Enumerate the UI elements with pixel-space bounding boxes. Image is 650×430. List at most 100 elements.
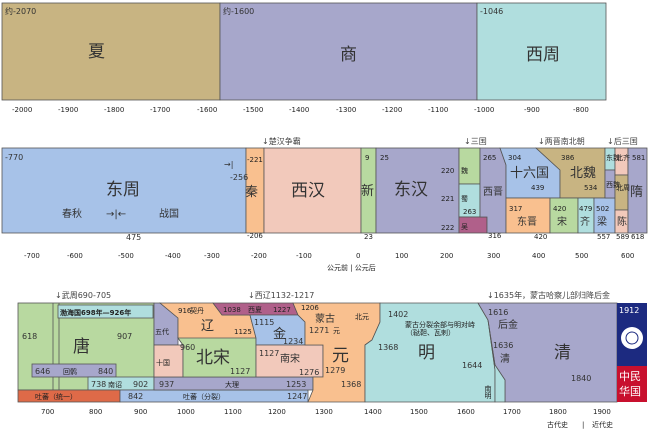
qing-label: 清 bbox=[554, 343, 571, 363]
block-nansong bbox=[255, 344, 324, 378]
xin-end: 23 bbox=[364, 233, 373, 241]
beisong-start: 960 bbox=[180, 343, 195, 352]
xixia-start: 1038 bbox=[223, 306, 241, 314]
dongjin-label: 东晋 bbox=[517, 215, 537, 228]
liang-label: 梁 bbox=[597, 215, 607, 228]
liao-label: 辽 bbox=[201, 319, 214, 334]
annotation-sanguo: ↓三国 bbox=[464, 137, 487, 146]
xin-label: 新 bbox=[361, 183, 374, 199]
xizhou-start: -1046 bbox=[480, 7, 503, 16]
yuan-1279: 1279 bbox=[325, 366, 345, 375]
dongzhou-label: 东周 bbox=[106, 180, 140, 200]
beiwei-start: 386 bbox=[561, 154, 575, 162]
tick: 1700 bbox=[503, 408, 521, 416]
nanzhao-end: 902 bbox=[133, 380, 148, 389]
block-beisong bbox=[177, 337, 257, 378]
qing-small-label: 清 bbox=[500, 352, 510, 365]
sui-label: 隋 bbox=[630, 185, 643, 200]
donghan-start: 25 bbox=[380, 154, 389, 162]
liang-start: 502 bbox=[596, 205, 609, 213]
tick: 900 bbox=[134, 408, 147, 416]
nanming-label-1: 南明 bbox=[484, 384, 492, 400]
tick: 1600 bbox=[457, 408, 475, 416]
shu-end: 263 bbox=[463, 208, 476, 216]
tick: -1900 bbox=[58, 106, 78, 114]
xizhou-label: 西周 bbox=[526, 45, 560, 65]
tick: -400 bbox=[165, 252, 181, 260]
nansong-start: 1127 bbox=[259, 349, 279, 358]
beisong-end: 1127 bbox=[230, 367, 250, 376]
sui-end: 618 bbox=[631, 233, 644, 241]
shang-label: 商 bbox=[340, 45, 357, 65]
roc-start: 1912 bbox=[619, 306, 639, 315]
ming-note1: 蒙古分裂余部与明对峙 bbox=[405, 320, 475, 329]
xijin-end: 316 bbox=[488, 232, 502, 240]
xixia-label: 西夏 bbox=[248, 306, 262, 314]
ming-end: 1644 bbox=[462, 361, 482, 370]
shiliu-label: 十六国 bbox=[510, 166, 549, 181]
beiwei-label: 北魏 bbox=[570, 166, 596, 181]
menggu-start: 1206 bbox=[301, 304, 319, 312]
xia-label: 夏 bbox=[88, 42, 105, 62]
chunqiu-label: 春秋 bbox=[62, 207, 82, 220]
tick: 1500 bbox=[410, 408, 428, 416]
modern-history-label: 近代史 bbox=[592, 420, 613, 429]
tick: 500 bbox=[575, 252, 588, 260]
tick: -1100 bbox=[428, 106, 448, 114]
ming-note2: （鞑靼、瓦剌） bbox=[406, 328, 455, 337]
axis-row2: -700 -600 -500 -400 -300 -200 -100 0 100… bbox=[24, 252, 634, 272]
houjin-start: 1616 bbox=[488, 308, 508, 317]
tick: 1400 bbox=[364, 408, 382, 416]
tubo-split-end: 1247 bbox=[287, 392, 307, 401]
nanzhao-start: 738 bbox=[91, 380, 106, 389]
xijin-label: 西晋 bbox=[483, 186, 503, 198]
houjin-label: 后金 bbox=[498, 318, 518, 331]
qi-label: 齐 bbox=[580, 215, 590, 228]
beiwei-end: 534 bbox=[584, 184, 598, 192]
split-year: 475 bbox=[126, 233, 141, 242]
block-xihan bbox=[263, 147, 362, 234]
tick: 600 bbox=[621, 252, 634, 260]
tick: 0 bbox=[356, 252, 360, 260]
liang-end: 557 bbox=[597, 233, 610, 241]
tick: -300 bbox=[204, 252, 220, 260]
shang-start: 约-1600 bbox=[223, 6, 254, 16]
beiyuan-label: 北元 bbox=[355, 313, 369, 321]
tick: -600 bbox=[67, 252, 83, 260]
tick: -2000 bbox=[12, 106, 32, 114]
block-shang bbox=[219, 2, 478, 101]
block-nanming bbox=[487, 319, 506, 403]
huihu-end: 840 bbox=[98, 367, 113, 376]
tick: 300 bbox=[487, 252, 500, 260]
tick: 1200 bbox=[268, 408, 286, 416]
flag-red-field bbox=[617, 366, 647, 402]
qin-label: 秦 bbox=[245, 185, 258, 200]
tick: -1400 bbox=[289, 106, 309, 114]
roc-label-1: 中民 bbox=[619, 370, 641, 383]
tick: -200 bbox=[251, 252, 267, 260]
shu-label: 蜀 bbox=[461, 195, 468, 203]
xijin-start: 265 bbox=[483, 154, 496, 162]
beiqi-label: 北齐 bbox=[616, 153, 630, 162]
block-xia bbox=[1, 2, 221, 101]
xin-start: 9 bbox=[365, 154, 369, 162]
axis-row1: -2000 -1900 -1800 -1700 -1600 -1500 -140… bbox=[12, 106, 589, 114]
tick: 1800 bbox=[549, 408, 567, 416]
tick: -1500 bbox=[243, 106, 263, 114]
annotation-jinnan: ↓两晋南北朝 bbox=[538, 136, 585, 146]
axis-row3: 700 800 900 1000 1100 1200 1300 1400 150… bbox=[41, 408, 613, 429]
tick: -1200 bbox=[382, 106, 402, 114]
tick: 1900 bbox=[593, 408, 611, 416]
shiliu-start: 304 bbox=[508, 154, 522, 162]
dongjin-start: 317 bbox=[509, 205, 522, 213]
yuan-end: 1368 bbox=[341, 380, 361, 389]
tick: 1000 bbox=[177, 408, 195, 416]
block-xizhou bbox=[476, 2, 607, 101]
shiguo-label: 十国 bbox=[156, 358, 170, 367]
modern-start: 1840 bbox=[571, 374, 591, 383]
donghan-end-221: 221 bbox=[441, 195, 454, 203]
block-song bbox=[549, 197, 579, 234]
tick: -1700 bbox=[150, 106, 170, 114]
dali-label: 大理 bbox=[225, 380, 239, 389]
